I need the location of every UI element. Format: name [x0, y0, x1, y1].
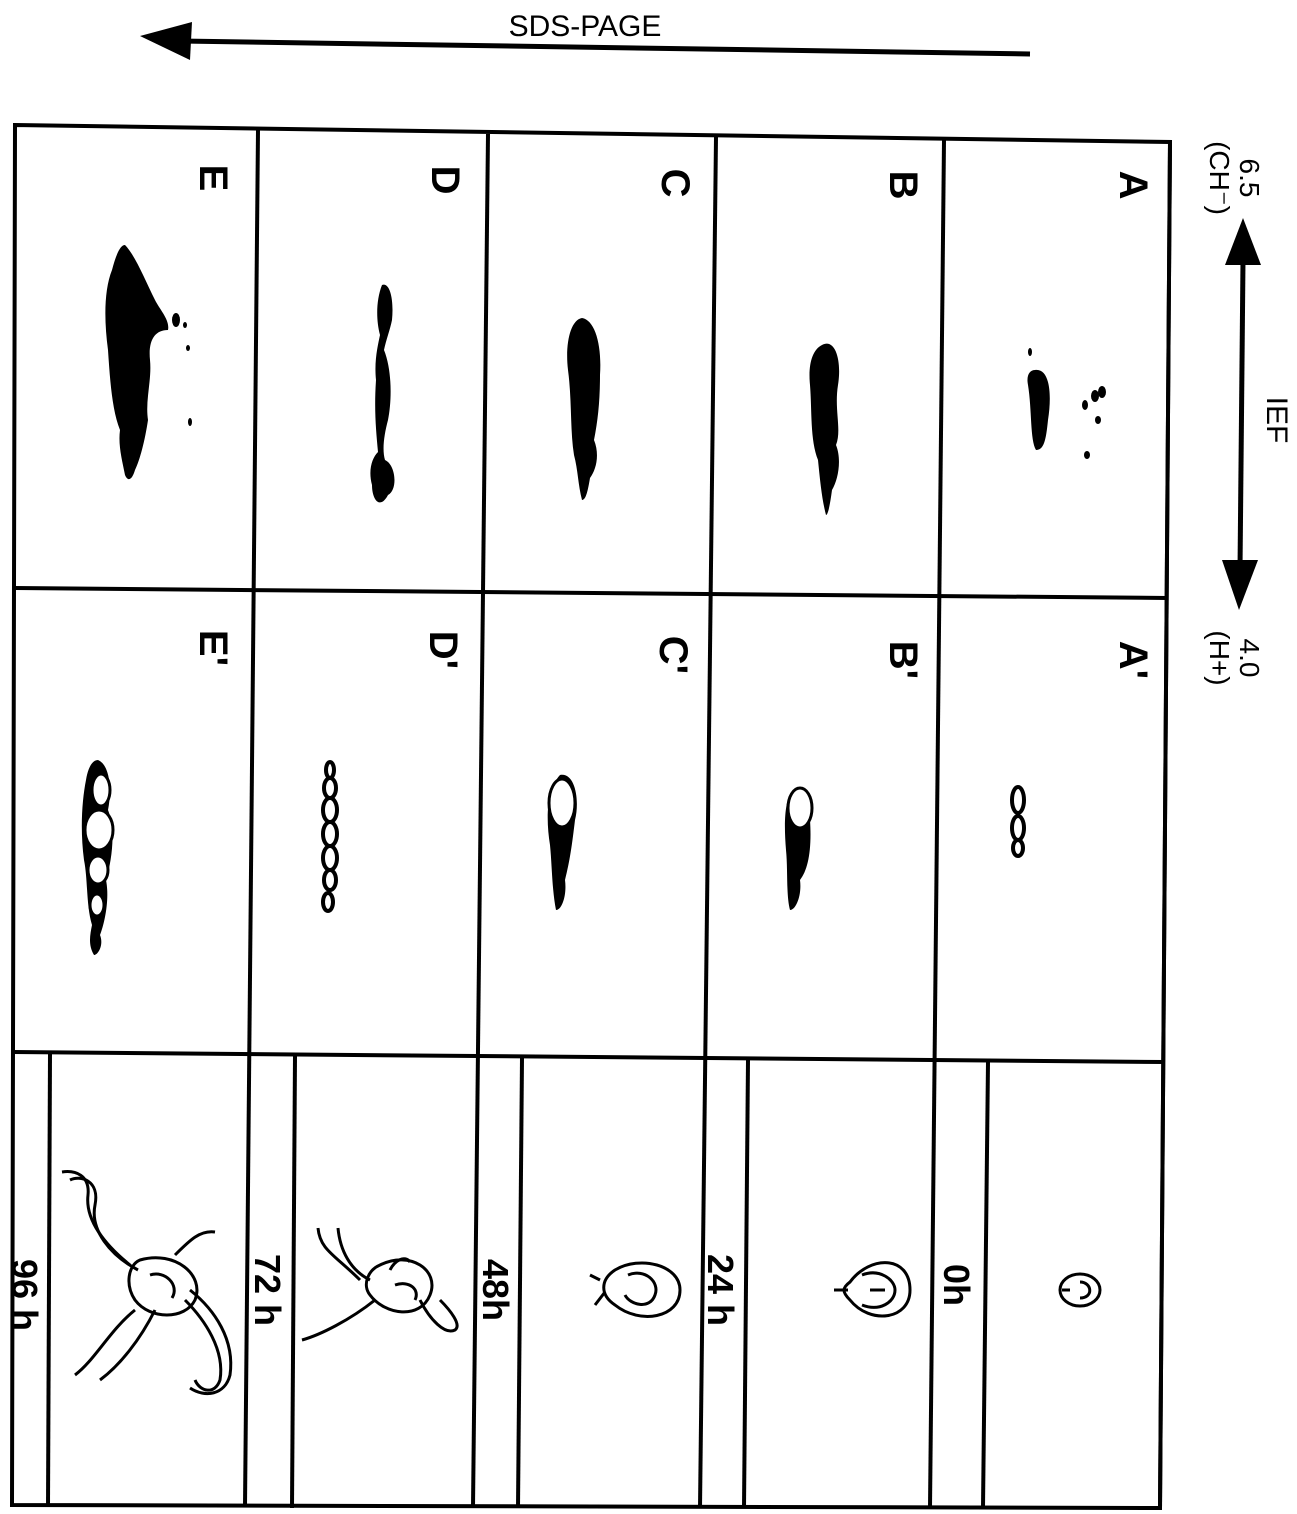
ief-top-sub: (CH⁻): [1204, 141, 1235, 215]
ief-arrow: [1222, 218, 1261, 610]
panel-label-c-prime: C': [651, 636, 695, 674]
germination-sketch-72h: [302, 1228, 457, 1340]
panel-label-e: E: [191, 165, 235, 192]
time-label-0h: 0h: [936, 1264, 977, 1306]
spot-pattern-b: [810, 344, 840, 515]
sds-page-label: SDS-PAGE: [509, 10, 662, 43]
germination-sketch-0h: [1060, 1274, 1100, 1306]
panel-labels: A B C D E A' B' C' D' E': [191, 165, 1155, 680]
spot-pattern-d-prime: [323, 762, 337, 911]
time-label-48h: 48h: [475, 1259, 516, 1321]
germination-sketch-24h: [834, 1263, 910, 1316]
germination-sketch-96h: [62, 1172, 231, 1394]
panel-label-b-prime: B': [881, 641, 925, 679]
germination-sketch-48h: [590, 1263, 680, 1316]
time-label-24h: 24 h: [700, 1254, 741, 1326]
spot-pattern-e: [105, 245, 192, 479]
panel-label-a-prime: A': [1111, 641, 1155, 679]
spot-pattern-a: [1027, 348, 1106, 459]
spot-pattern-c: [567, 318, 600, 500]
ief-bottom-value: 4.0: [1234, 639, 1265, 678]
panel-label-a: A: [1111, 171, 1155, 200]
spot-pattern-d: [370, 285, 394, 503]
time-label-72h: 72 h: [247, 1254, 288, 1326]
panel-label-d-prime: D': [421, 631, 465, 669]
spot-pattern-b-prime: [785, 788, 812, 910]
panel-label-e-prime: E': [191, 630, 235, 666]
ief-top-value: 6.5: [1234, 159, 1265, 198]
spot-pattern-a-prime: [1012, 787, 1024, 856]
time-label-96h: 96 h: [4, 1259, 45, 1331]
ief-label: IEF: [1260, 397, 1293, 444]
ief-bottom-sub: (H+): [1204, 630, 1235, 685]
spot-pattern-c-prime: [548, 775, 577, 910]
panel-label-c: C: [653, 169, 697, 198]
panel-label-d: D: [423, 166, 467, 195]
panel-label-b: B: [881, 171, 925, 200]
spot-pattern-e-prime: [82, 760, 113, 955]
